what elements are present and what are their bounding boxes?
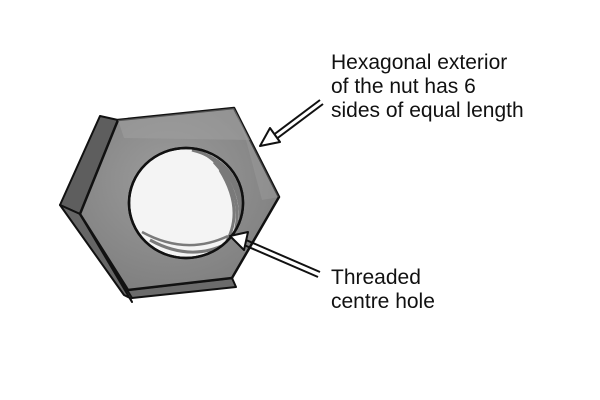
- centre-hole-outline: [127, 146, 245, 260]
- label-line: Hexagonal exterior: [331, 51, 508, 74]
- nut-bevel-edge-right: [234, 108, 279, 200]
- threaded-hole-label: Threaded centre hole: [331, 266, 435, 314]
- label-line: sides of equal length: [331, 99, 524, 122]
- exterior-pointer-arrow: [259, 99, 324, 147]
- hole-pointer-arrow: [229, 231, 321, 278]
- thread-ridge: [141, 230, 229, 247]
- label-line: Threaded: [331, 266, 421, 289]
- nut-bevel-edge: [118, 108, 250, 140]
- label-line: of the nut has 6: [331, 75, 476, 98]
- nut-side-bottom-left: [59, 204, 133, 303]
- thread-ridge: [199, 150, 243, 211]
- label-line: centre hole: [331, 290, 435, 313]
- hexagonal-exterior-label: Hexagonal exterior of the nut has 6 side…: [331, 51, 524, 123]
